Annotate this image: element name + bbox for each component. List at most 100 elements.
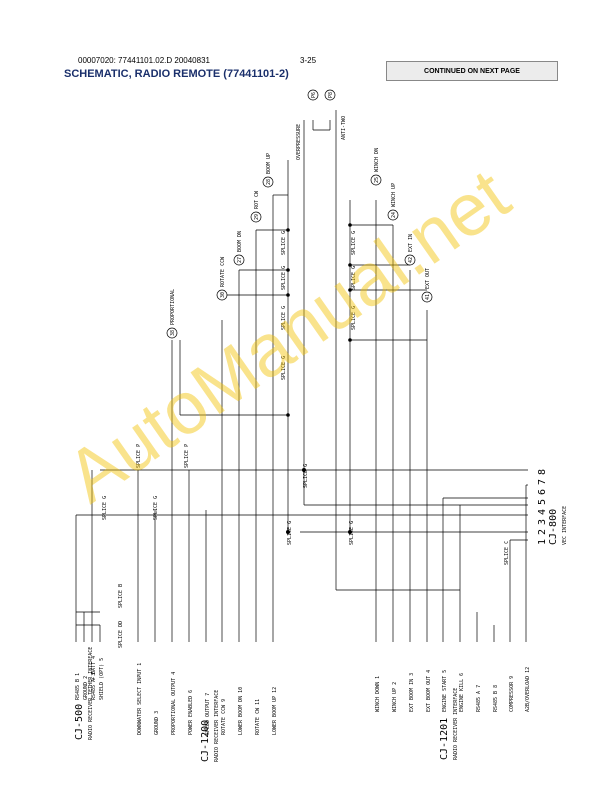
svg-text:7: 7 bbox=[537, 479, 548, 485]
svg-text:WINCH DN: WINCH DN bbox=[374, 148, 380, 172]
page-number: 3-25 bbox=[300, 56, 317, 65]
svg-text:LOWER BOOM DN 10: LOWER BOOM DN 10 bbox=[238, 687, 244, 735]
svg-text:POWER ENABLED 6: POWER ENABLED 6 bbox=[188, 690, 194, 735]
svg-text:2: 2 bbox=[537, 529, 548, 535]
svg-text:RS485 A 3: RS485 A 3 bbox=[91, 673, 97, 700]
svg-text:1: 1 bbox=[537, 539, 548, 545]
svg-text:38: 38 bbox=[170, 330, 176, 336]
svg-text:BOOM UP: BOOM UP bbox=[266, 153, 272, 174]
output-terminal: 30 ROTATE CCW bbox=[216, 256, 228, 301]
svg-text:ENGINE START 5: ENGINE START 5 bbox=[442, 670, 448, 712]
cj1200-pins: DOWNWATER SELECT INPUT 1 GROUND 3 PROPOR… bbox=[137, 663, 278, 735]
svg-text:SHIELD (OPT) 5: SHIELD (OPT) 5 bbox=[99, 658, 105, 700]
output-terminal: 25 WINCH DN bbox=[370, 148, 382, 186]
cj800-name: CJ-800 bbox=[548, 509, 559, 545]
svg-text:30: 30 bbox=[220, 292, 226, 298]
svg-text:WINCH UP 2: WINCH UP 2 bbox=[392, 682, 398, 712]
svg-text:GROUND 3: GROUND 3 bbox=[154, 711, 160, 735]
output-terminal: P8 bbox=[324, 89, 336, 101]
svg-text:SPEED OUTPUT 7: SPEED OUTPUT 7 bbox=[205, 693, 211, 735]
svg-text:GROUND 2: GROUND 2 bbox=[83, 676, 89, 700]
continued-banner: CONTINUED ON NEXT PAGE bbox=[386, 61, 558, 81]
output-terminal: 27 BOOM DN bbox=[233, 231, 245, 266]
cj500-name: CJ-500 bbox=[74, 704, 85, 740]
svg-text:RS485 B 1: RS485 B 1 bbox=[75, 673, 81, 700]
svg-text:A2B/OVERLOAD 12: A2B/OVERLOAD 12 bbox=[525, 667, 531, 712]
cj500-subtitle: RADIO RECEIVER TETHER INTERFACE bbox=[88, 647, 94, 740]
splice-g-label: SPLICE G bbox=[281, 306, 287, 330]
splice-p-label: SPLICE P bbox=[184, 444, 190, 468]
splice-g-label: SPLICE G bbox=[351, 266, 357, 290]
svg-text:4: 4 bbox=[537, 509, 548, 515]
svg-text:3: 3 bbox=[537, 519, 548, 525]
svg-text:BOOM DN: BOOM DN bbox=[237, 231, 243, 252]
output-terminal: 41 EXT OUT bbox=[421, 268, 433, 303]
output-terminal: 38 PROPORTIONAL bbox=[166, 289, 178, 339]
page-title: SCHEMATIC, RADIO REMOTE (77441101-2) bbox=[64, 68, 289, 80]
splice-dots bbox=[286, 223, 352, 534]
splice-p-label: SPLICE P bbox=[136, 444, 142, 468]
svg-text:ROTATE CW 11: ROTATE CW 11 bbox=[255, 699, 261, 735]
svg-text:8: 8 bbox=[537, 469, 548, 475]
svg-text:EXT IN: EXT IN bbox=[408, 234, 414, 252]
svg-text:41: 41 bbox=[425, 294, 431, 300]
splice-d-label: SPLICE DD bbox=[118, 621, 124, 648]
svg-text:42: 42 bbox=[408, 257, 414, 263]
output-terminal: 42 EXT IN bbox=[404, 234, 416, 266]
svg-text:6: 6 bbox=[537, 489, 548, 495]
splice-g-label: SPLICE G bbox=[102, 496, 108, 520]
splice-g-label: SPLICE G bbox=[281, 356, 287, 380]
splice-g-label: SPLICE G bbox=[153, 496, 159, 520]
splice-g-label: SPLICE G bbox=[349, 521, 355, 545]
svg-text:27: 27 bbox=[237, 257, 243, 263]
svg-text:DOWNWATER SELECT INPUT 1: DOWNWATER SELECT INPUT 1 bbox=[137, 663, 143, 735]
svg-text:P6: P6 bbox=[311, 92, 317, 98]
cj800-pins: 1 2 3 4 5 6 7 8 bbox=[537, 469, 548, 545]
splice-g-label: SPLICE G bbox=[287, 521, 293, 545]
svg-text:25: 25 bbox=[374, 177, 380, 183]
wires bbox=[75, 110, 528, 642]
svg-text:RS485 B 8: RS485 B 8 bbox=[493, 685, 499, 712]
cj500-pins: RS485 B 1 GROUND 2 RS485 A 3 + BATT 4 SH… bbox=[75, 656, 105, 700]
document-id: 00007020: 77441101.02.D 20040831 bbox=[78, 56, 210, 65]
splice-g-label: SPLICE G bbox=[351, 231, 357, 255]
svg-text:PROPORTIONAL OUTPUT 4: PROPORTIONAL OUTPUT 4 bbox=[171, 672, 177, 735]
svg-text:P8: P8 bbox=[328, 92, 334, 98]
svg-text:PROPORTIONAL: PROPORTIONAL bbox=[170, 289, 176, 325]
svg-text:ROT CW: ROT CW bbox=[254, 190, 260, 209]
svg-text:EXT BOOM IN 3: EXT BOOM IN 3 bbox=[409, 673, 415, 712]
splice-g-label: SPLICE G bbox=[303, 464, 309, 488]
cj800-subtitle: VEC INTERFACE bbox=[562, 506, 568, 545]
svg-text:ROTATE CCW: ROTATE CCW bbox=[220, 256, 226, 287]
cj1201-subtitle: RADIO RECEIVER INTERFACE bbox=[453, 688, 459, 760]
cj1200-name: CJ-1200 bbox=[200, 720, 211, 762]
splice-g-label: SPLICE G bbox=[351, 306, 357, 330]
svg-text:5: 5 bbox=[537, 499, 548, 505]
cj1201-pins: WINCH DOWN 1 WINCH UP 2 EXT BOOM IN 3 EX… bbox=[375, 667, 531, 712]
svg-text:COMPRESSOR 9: COMPRESSOR 9 bbox=[509, 676, 515, 712]
svg-text:EXT BOOM OUT 4: EXT BOOM OUT 4 bbox=[426, 670, 432, 712]
output-terminals: 38 PROPORTIONAL 30 ROTATE CCW 27 BOOM DN… bbox=[166, 89, 433, 339]
svg-text:28: 28 bbox=[266, 179, 272, 185]
overpressure-label: OVERPRESSURE bbox=[296, 124, 302, 160]
svg-text:WINCH UP: WINCH UP bbox=[391, 183, 397, 207]
svg-text:EXT OUT: EXT OUT bbox=[425, 268, 431, 289]
output-terminal: P6 bbox=[307, 89, 319, 101]
svg-text:24: 24 bbox=[391, 212, 397, 218]
svg-text:29: 29 bbox=[254, 214, 260, 220]
anti-two-label: ANTI-TWO bbox=[341, 116, 347, 140]
cj1201-name: CJ-1201 bbox=[439, 718, 450, 760]
cj1200-subtitle: RADIO RECEIVER INTERFACE bbox=[214, 690, 220, 762]
splice-g-label: SPLICE G bbox=[281, 231, 287, 255]
svg-text:WINCH DOWN 1: WINCH DOWN 1 bbox=[375, 676, 381, 712]
splice-c-label: SPLICE C bbox=[504, 541, 510, 565]
svg-text:LOWER BOOM UP 12: LOWER BOOM UP 12 bbox=[272, 687, 278, 735]
svg-text:ROTATE CCW 9: ROTATE CCW 9 bbox=[221, 699, 227, 735]
output-terminal: 29 ROT CW bbox=[250, 190, 262, 223]
output-terminal: 24 WINCH UP bbox=[387, 183, 399, 221]
splice-b-label: SPLICE B bbox=[118, 584, 124, 608]
splice-g-label: SPLICE G bbox=[281, 266, 287, 290]
svg-text:+ BATT 4: + BATT 4 bbox=[91, 656, 97, 680]
output-terminal: 28 BOOM UP bbox=[262, 153, 274, 188]
